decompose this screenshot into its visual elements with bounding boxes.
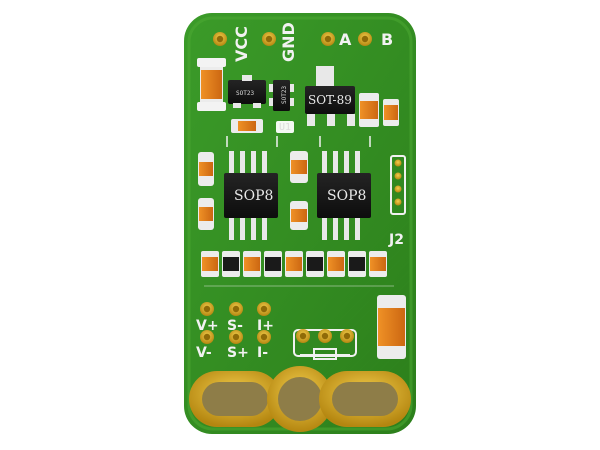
j2-header: J2 bbox=[388, 155, 406, 248]
ic-left-pin-1 bbox=[233, 103, 241, 108]
j2-pin-3 bbox=[394, 185, 402, 193]
resistor-5 bbox=[285, 251, 303, 277]
bottom-pad-right-hole bbox=[332, 382, 398, 416]
small-ic-center: SOT23 bbox=[269, 80, 294, 111]
sop8-right-pins-bottom bbox=[322, 218, 360, 240]
big-cap-tan bbox=[378, 308, 405, 346]
sop8-left-body bbox=[224, 173, 278, 218]
j2-outline bbox=[390, 155, 406, 215]
resistor-8 bbox=[348, 251, 366, 277]
j2-pin-4 bbox=[394, 198, 402, 206]
ic-left-mark: SOT23 bbox=[236, 90, 254, 97]
pad-top-2-hole bbox=[265, 35, 273, 43]
resistor-row bbox=[201, 251, 387, 277]
potentiometer-pads bbox=[293, 329, 357, 360]
silkscreen-details bbox=[204, 136, 394, 287]
ic-left-body bbox=[228, 80, 266, 104]
ic-center-pin-3 bbox=[290, 84, 294, 92]
sop8-right-label: SOP8 bbox=[327, 188, 366, 204]
bottom-mounting-pads bbox=[189, 366, 411, 432]
capacitor-right-top-1 bbox=[359, 93, 379, 127]
cap-end-top bbox=[197, 58, 226, 67]
sot89-chip: SOT-89 bbox=[305, 66, 355, 126]
cap-rt2-tan bbox=[384, 105, 398, 120]
resistor-1 bbox=[201, 251, 219, 277]
capacitor-top-left bbox=[197, 58, 226, 111]
gnd-label: GND bbox=[279, 22, 298, 62]
cap-rt1-tan bbox=[360, 101, 378, 119]
cap-tan bbox=[201, 70, 222, 99]
i-plus-label: I+ bbox=[257, 318, 274, 334]
cap-end-bottom bbox=[197, 102, 226, 111]
resistor-3 bbox=[243, 251, 261, 277]
sop8-left-pins-top bbox=[229, 151, 267, 173]
s-minus-label: S- bbox=[227, 318, 243, 334]
sot89-pin-1 bbox=[307, 114, 315, 126]
pad-top-4-hole bbox=[361, 35, 369, 43]
pad-top-3-hole bbox=[324, 35, 332, 43]
lower-test-pads bbox=[200, 302, 271, 344]
resistor-4 bbox=[264, 251, 282, 277]
a-label: A bbox=[339, 30, 352, 49]
resistor-7 bbox=[327, 251, 345, 277]
resistor-2 bbox=[222, 251, 240, 277]
resistors-top-left: U1 bbox=[231, 119, 294, 133]
sot89-label: SOT-89 bbox=[308, 93, 352, 107]
v-minus-label: V- bbox=[196, 345, 212, 361]
mid-passive-1-tan bbox=[291, 160, 307, 174]
capacitor-right-top-2 bbox=[383, 99, 399, 126]
sop8-right-body bbox=[317, 173, 371, 218]
sot89-pin-3 bbox=[347, 114, 355, 126]
small-ic-left: SOT23 bbox=[228, 75, 266, 108]
middle-passives bbox=[290, 151, 308, 230]
mid-passive-2-tan bbox=[291, 209, 307, 222]
ic-left-top-pin bbox=[242, 75, 252, 81]
resistor-9 bbox=[369, 251, 387, 277]
sot89-pin-2 bbox=[327, 114, 335, 126]
ic-center-pin-1 bbox=[269, 84, 273, 92]
pad-top-1-hole bbox=[216, 35, 224, 43]
sop8-left-pins-bottom bbox=[229, 218, 267, 240]
sot89-tab bbox=[316, 66, 334, 86]
sop8-left-chip: SOP8 bbox=[224, 151, 278, 240]
resistor-top-left-tan bbox=[238, 121, 256, 131]
ic-center-pin-4 bbox=[290, 98, 294, 106]
ic-marker-box bbox=[276, 121, 294, 133]
b-label: B bbox=[381, 30, 393, 49]
i-minus-label: I- bbox=[257, 345, 268, 361]
sop8-right-chip: SOP8 bbox=[317, 151, 371, 240]
left-passive-1-tan bbox=[199, 162, 213, 176]
j2-pin-1 bbox=[394, 159, 402, 167]
left-passives bbox=[198, 152, 214, 230]
ic-left-pin-2 bbox=[253, 103, 261, 108]
resistor-6 bbox=[306, 251, 324, 277]
v-plus-label: V+ bbox=[196, 318, 219, 334]
sop8-right-pins-top bbox=[322, 151, 360, 173]
j2-pin-2 bbox=[394, 172, 402, 180]
j2-label: J2 bbox=[388, 232, 404, 248]
ic-center-body bbox=[273, 80, 290, 111]
bottom-pad-center-hole bbox=[278, 377, 322, 421]
vcc-label: VCC bbox=[232, 26, 251, 62]
u1-mark: U1 bbox=[279, 122, 291, 133]
sot89-body bbox=[305, 86, 355, 114]
bottom-pad-left-hole bbox=[202, 382, 268, 416]
ic-center-pin-2 bbox=[269, 98, 273, 106]
sop8-left-label: SOP8 bbox=[234, 188, 273, 204]
s-plus-label: S+ bbox=[227, 345, 249, 361]
ic-center-mark: SOT23 bbox=[281, 86, 288, 104]
big-capacitor-right bbox=[377, 295, 406, 359]
top-pads bbox=[213, 32, 372, 46]
left-passive-2-tan bbox=[199, 207, 213, 221]
